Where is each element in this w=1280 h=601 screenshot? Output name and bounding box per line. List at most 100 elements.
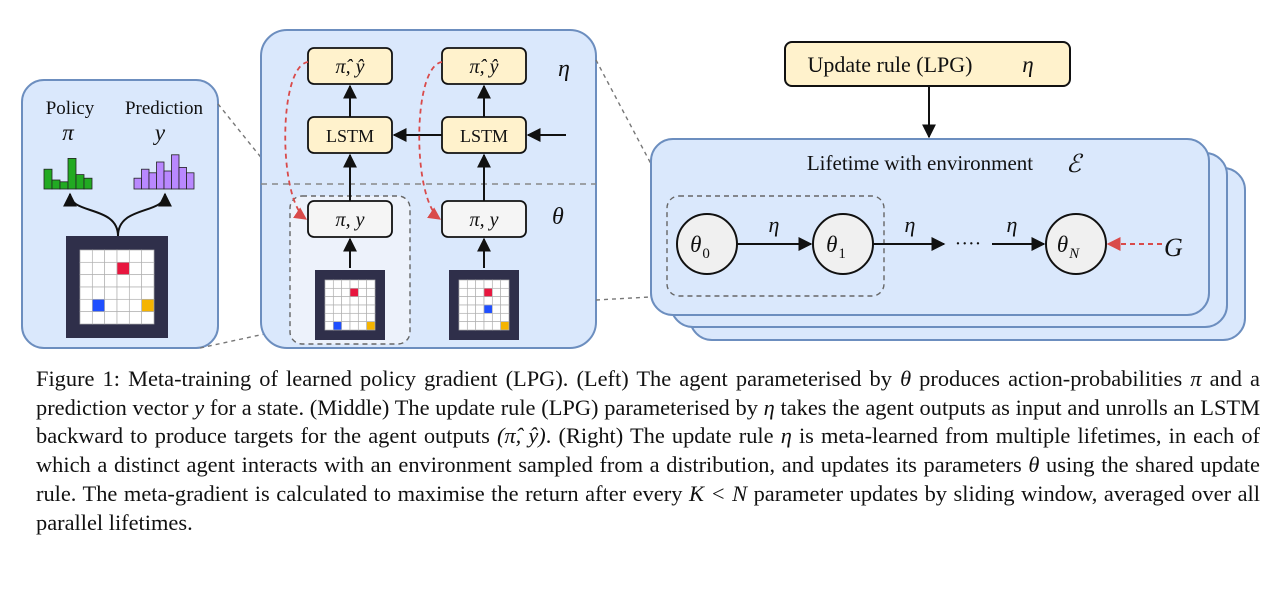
theta-node-0 (676, 213, 738, 275)
return-symbol: G (1164, 233, 1183, 262)
prediction-branch-arrow (117, 192, 172, 237)
grid-small-2-cell (491, 304, 502, 314)
grid-small-1-cell (366, 287, 376, 298)
grid-large-cell (91, 286, 106, 300)
update-rule-label: Update rule (LPG) (808, 52, 973, 77)
grid-small-2-cell (483, 279, 493, 289)
grid-large-cell (104, 261, 118, 276)
theta-node-1 (812, 213, 874, 275)
grid-large-cell (79, 249, 93, 263)
lpg-figure: Policy π Prediction y π̂, ŷ LSTM π, y π̂… (21, 29, 1246, 349)
prediction-bar (163, 170, 172, 190)
lstm-box-1-label: LSTM (326, 126, 374, 146)
policy-bar (67, 157, 77, 190)
target-box-1-label: π̂, ŷ (336, 56, 365, 78)
target-box-1 (307, 47, 393, 85)
prediction-bar (141, 168, 150, 190)
grid-small-1-cell (332, 296, 343, 306)
grid-large-cell (116, 261, 130, 276)
caption-text-7: is meta-learned from multiple lifetimes,… (36, 423, 1260, 478)
grid-small-1-cell (341, 279, 351, 289)
caption-text-4: for a state. (Middle) The update rule (L… (204, 394, 764, 420)
environment-symbol: ℰ (1066, 151, 1084, 178)
grid-large-cell (141, 286, 155, 300)
grid-small-2-cell (491, 312, 502, 323)
eta-symbol: η (558, 56, 570, 82)
grid-small-2-cell (500, 287, 510, 298)
grid-large-cell (116, 274, 130, 288)
environment-grid-small-1 (315, 270, 385, 340)
grid-small-1-cell (357, 312, 368, 323)
grid-small-2-cell (466, 287, 477, 298)
grid-small-2-cell (483, 321, 493, 331)
caption-text-8: using the shared update rule. The meta-g… (36, 452, 1260, 506)
grid-large-cell (104, 298, 118, 313)
edge-eta-label-3: η (1007, 212, 1018, 237)
update-rule-panel: π̂, ŷ LSTM π, y π̂, ŷ LSTM π, y η θ (260, 29, 597, 349)
grid-small-2-cell (483, 312, 493, 323)
grid-small-2-cell (458, 296, 468, 306)
grid-small-1-cell (366, 304, 376, 314)
grid-small-2-cell (491, 287, 502, 298)
grid-small-1-cell (349, 296, 359, 306)
grid-large-cell (128, 286, 143, 300)
grid-large-cell (141, 311, 155, 325)
grid-small-2-cell (500, 312, 510, 323)
grid-small-1-cell (349, 312, 359, 323)
caption-math-targets: (π̂, ŷ) (496, 423, 546, 449)
grid-small-1-cell (349, 279, 359, 289)
lstm-box-2-label: LSTM (460, 126, 508, 146)
output-box-2-label: π, y (470, 209, 499, 231)
theta-symbol: θ (552, 204, 564, 230)
grid-small-1-cell (349, 287, 359, 298)
grid-small-2-cell (491, 279, 502, 289)
theta-node-n-label: θN (1057, 232, 1080, 262)
caption-math-y: y (194, 394, 205, 420)
grid-large-cell (141, 274, 155, 288)
grid-large-cell (141, 261, 155, 276)
grid-small-2-cell (458, 279, 468, 289)
grid-small-2-cell (466, 296, 477, 306)
policy-label: Policy (46, 98, 95, 119)
grid-small-1-cell (357, 304, 368, 314)
grid-small-2-cell (500, 296, 510, 306)
grid-large-cell (116, 298, 130, 313)
grid-small-1-cell (324, 321, 334, 331)
grid-small-2-cell (466, 279, 477, 289)
grid-large-cell (104, 311, 118, 325)
grid-large-cell (128, 311, 143, 325)
policy-bar (75, 174, 85, 190)
grid-large-cell (91, 274, 106, 288)
grid-small-2-cell (475, 279, 485, 289)
meta-training-panel: Update rule (LPG) η Lifetime with enviro… (650, 41, 1246, 341)
grid-small-1-cell (341, 312, 351, 323)
policy-symbol: π (62, 120, 75, 145)
caption-math-theta: θ (900, 366, 912, 391)
caption-text-2: produces action-probabilities (911, 366, 1191, 391)
grid-large-cell (91, 249, 106, 263)
grid-large-cell (128, 274, 143, 288)
grid-small-2-cell (475, 296, 485, 306)
theta-node-0-label: θ0 (690, 232, 710, 262)
grid-large-cell (116, 249, 130, 263)
policy-bar (51, 179, 61, 190)
grid-large-cell (91, 311, 106, 325)
target-feedback-arrow-2 (418, 61, 443, 220)
grid-large-cell (79, 286, 93, 300)
prediction-histogram (133, 154, 195, 190)
ellipsis: ···· (955, 233, 982, 255)
grid-small-2-cell (458, 312, 468, 323)
lifetime-label: Lifetime with environment (807, 151, 1033, 175)
grid-large-cell (79, 298, 93, 313)
grid-small-2-cell (466, 321, 477, 331)
grid-small-1-cell (366, 312, 376, 323)
grid-small-2-cell (475, 287, 485, 298)
grid-small-2-cell (458, 304, 468, 314)
grid-small-1-cell (324, 296, 334, 306)
grid-small-1-cell (357, 287, 368, 298)
grid-small-2-cell (500, 304, 510, 314)
policy-bar (59, 181, 69, 190)
grid-small-2-cell (491, 296, 502, 306)
caption-math-theta-2: θ (1028, 452, 1040, 478)
grid-small-1-cell (357, 279, 368, 289)
